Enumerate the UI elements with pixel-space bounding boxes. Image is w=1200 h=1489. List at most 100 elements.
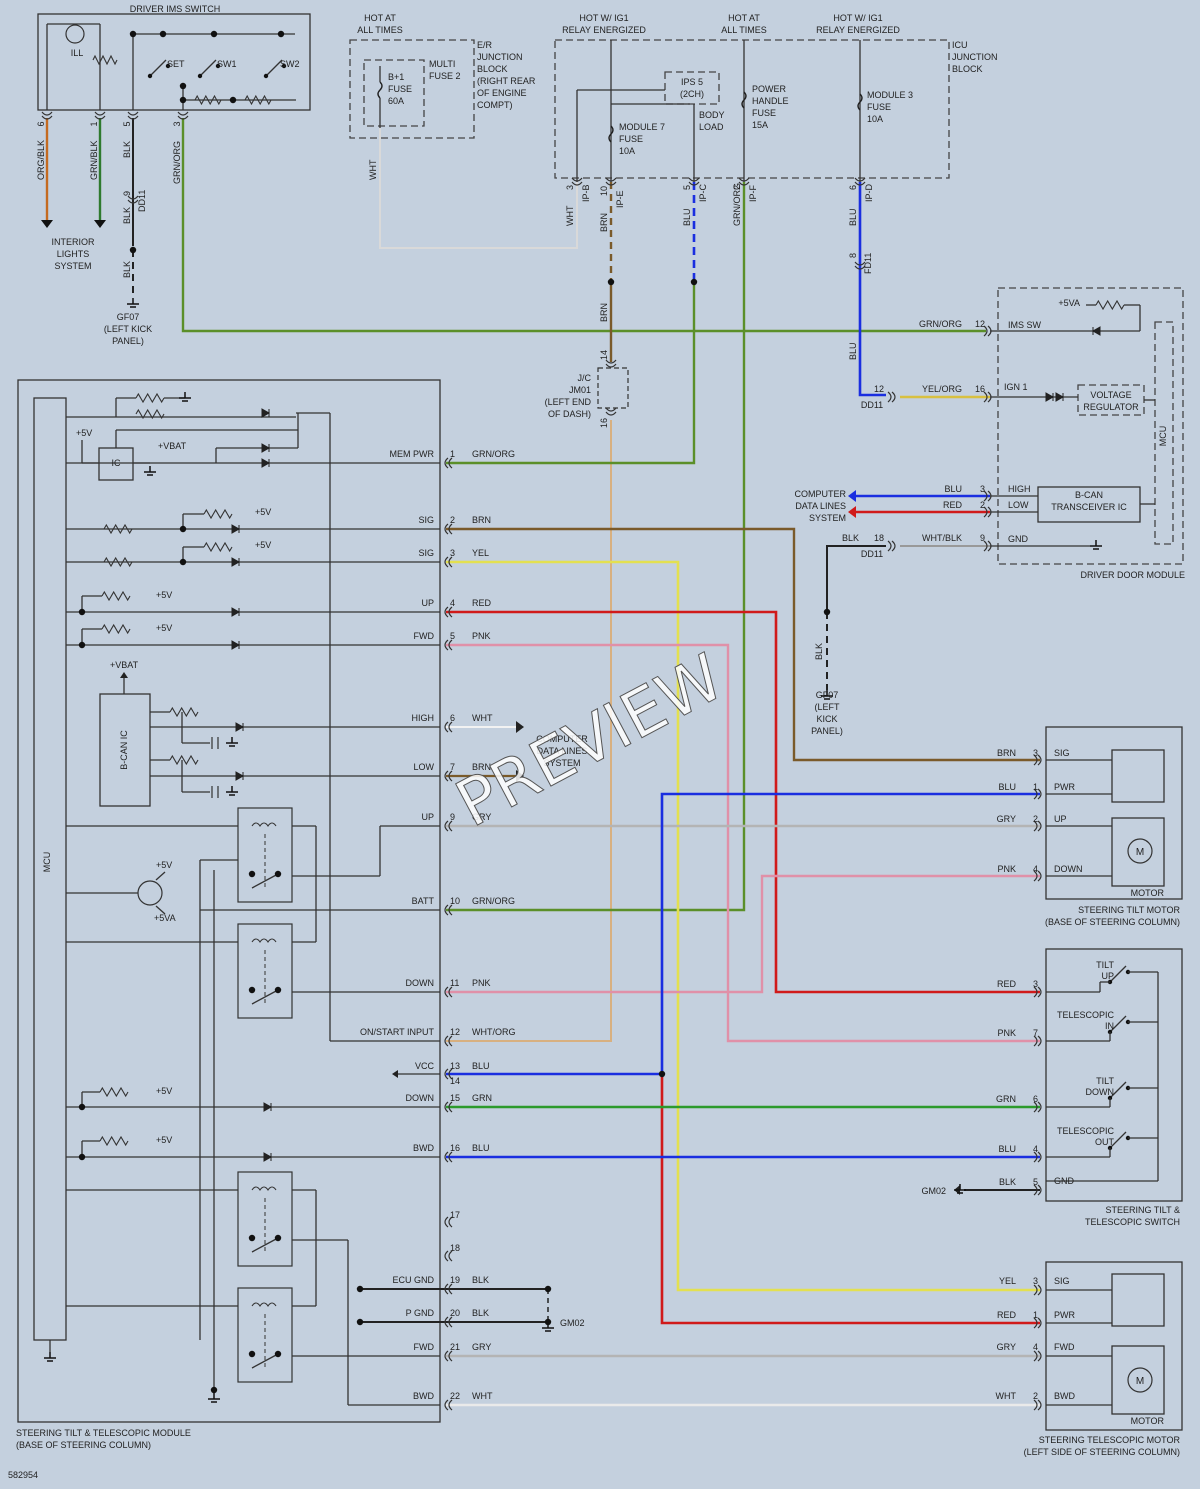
ground-icon — [542, 1322, 554, 1332]
label: DATA LINES — [537, 746, 588, 756]
relay-contact — [251, 873, 279, 889]
label: GRY — [997, 814, 1016, 824]
connector-icon — [887, 540, 896, 552]
resistor-icon — [103, 556, 133, 568]
label: FWD — [414, 1342, 435, 1352]
label: WHT — [368, 159, 378, 180]
connector-icon — [1033, 1101, 1042, 1113]
junction-dot — [277, 30, 285, 38]
jc-box — [597, 367, 629, 409]
relay-contact — [251, 1353, 279, 1369]
label: 3 — [565, 185, 575, 190]
label: TELESCOPIC SWITCH — [1085, 1217, 1180, 1227]
relay-down — [237, 923, 293, 1019]
label: IPS 5 — [681, 77, 703, 87]
label: LOW — [1008, 500, 1029, 510]
label: YEL/ORG — [922, 384, 962, 394]
ground-icon — [226, 786, 238, 796]
label: B+1 — [388, 72, 404, 82]
label: 20 — [450, 1308, 460, 1318]
label: (BASE OF STEERING COLUMN) — [16, 1440, 151, 1450]
label: HANDLE — [752, 96, 789, 106]
label: FUSE — [388, 84, 412, 94]
connector-icon — [854, 177, 866, 186]
connector-icon — [983, 506, 992, 518]
diode-icon — [231, 607, 241, 617]
label: BLK — [122, 261, 132, 278]
diode-icon — [231, 524, 241, 534]
label: M — [1136, 1376, 1144, 1387]
label: PANEL) — [811, 726, 843, 736]
label: 6 — [450, 713, 455, 723]
junction-dot — [179, 96, 187, 104]
connector-icon — [1033, 788, 1042, 800]
label: GRN/ORG — [172, 141, 182, 184]
label: MCU — [1158, 426, 1168, 447]
connector-icon — [1033, 820, 1042, 832]
relay-coil-icon — [251, 1302, 277, 1307]
ground-icon — [127, 298, 139, 308]
label: GRN/ORG — [472, 449, 515, 459]
ill-lamp-icon — [65, 24, 85, 44]
label: VOLTAGE — [1090, 390, 1131, 400]
label: TILT — [1096, 1076, 1114, 1086]
label: 4 — [1033, 1342, 1038, 1352]
label: BODY — [699, 110, 725, 120]
switch-pivot — [147, 73, 153, 79]
label: ILL — [71, 48, 84, 58]
label: HOT W/ IG1 — [579, 13, 628, 23]
junction-dot — [544, 1285, 552, 1293]
label: 19 — [450, 1275, 460, 1285]
label: GF07 — [816, 690, 839, 700]
connector-icon — [983, 540, 992, 552]
label: +5VA — [154, 913, 176, 923]
connector-icon — [444, 1399, 453, 1411]
label: B-CAN IC — [119, 730, 129, 770]
label: 10 — [450, 896, 460, 906]
wire-grn-org-ims — [181, 118, 986, 333]
label: RED — [472, 598, 492, 608]
label: HOT AT — [364, 13, 396, 23]
arrow-icon — [848, 506, 856, 518]
switch-blade — [1109, 965, 1127, 983]
label: PNK — [472, 631, 491, 641]
label: +5V — [156, 860, 172, 870]
ips5-box — [664, 71, 720, 105]
label: ECU GND — [392, 1275, 434, 1285]
connector-icon — [444, 1035, 453, 1047]
label: ORG/BLK — [36, 140, 46, 180]
wire-grn-org-mem — [446, 282, 696, 465]
connector-icon — [1033, 754, 1042, 766]
label: JUNCTION — [477, 52, 523, 62]
label: 6 — [36, 121, 46, 126]
label: TRANSCEIVER IC — [1051, 502, 1127, 512]
label: 22 — [450, 1391, 460, 1401]
resistor-icon — [92, 54, 118, 66]
connector-icon — [1033, 1350, 1042, 1362]
label: GF07 — [117, 312, 140, 322]
label: IP-E — [615, 190, 625, 208]
label: IP-F — [748, 184, 758, 202]
label: COMPUTER — [795, 489, 847, 499]
junction-dot — [356, 1285, 364, 1293]
wire-blk — [826, 545, 886, 612]
relay-bwd — [237, 1287, 293, 1383]
label: (2CH) — [680, 89, 704, 99]
resistor-icon — [101, 623, 131, 635]
label: SW2 — [280, 59, 300, 69]
label: BLK — [814, 643, 824, 660]
label: REGULATOR — [1083, 402, 1139, 412]
sw2-switch-icon — [263, 59, 287, 79]
resistor-icon — [135, 392, 165, 404]
connector-icon — [1033, 1317, 1042, 1329]
label: 7 — [1033, 1028, 1038, 1038]
label: STEERING TILT & TELESCOPIC MODULE — [16, 1428, 191, 1438]
label: 12 — [450, 1027, 460, 1037]
multi-fuse-box — [363, 59, 425, 127]
relay-terminal — [274, 1234, 282, 1242]
label: 1 — [1033, 1310, 1038, 1320]
label: WHT — [565, 205, 575, 226]
label: BLU — [848, 342, 858, 360]
ground-icon — [179, 392, 191, 402]
